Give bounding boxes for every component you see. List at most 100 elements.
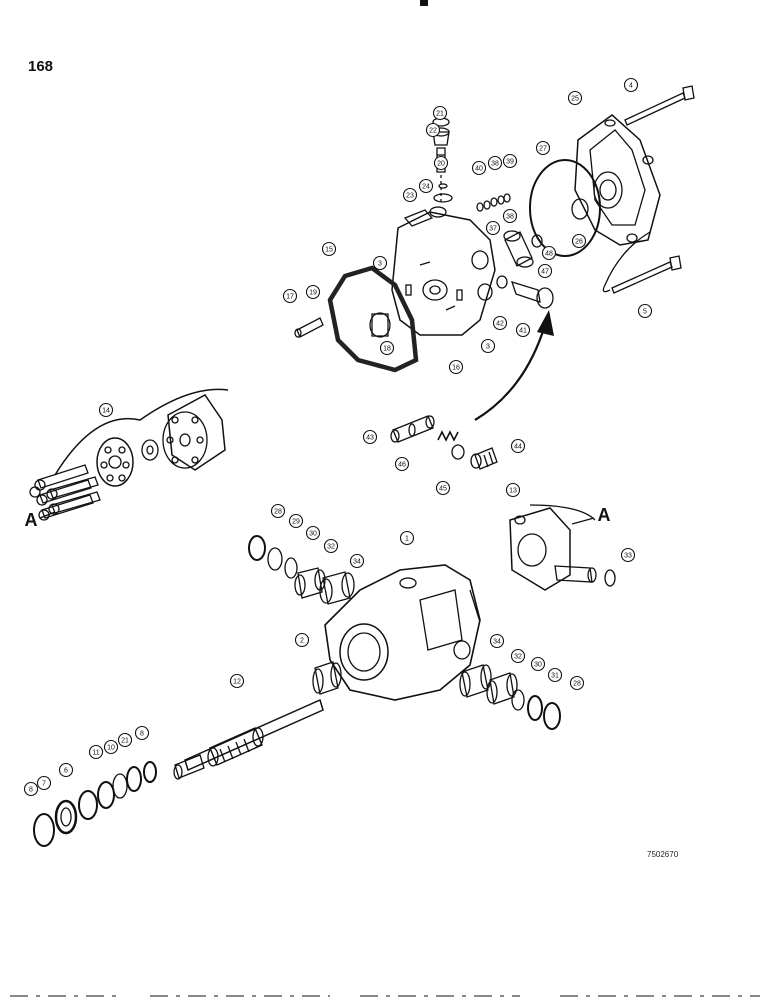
callout-circle (505, 482, 521, 498)
callout-label: 32 (514, 653, 522, 660)
rotating-group-14 (29, 388, 229, 521)
callout-label: 30 (534, 661, 542, 668)
callout-label: 2 (300, 637, 304, 644)
callout-label: 28 (274, 508, 282, 515)
callout-circle (305, 284, 321, 300)
callout-c4: 4 (623, 77, 639, 93)
callout-circle (492, 315, 508, 331)
callout-c1: 1 (399, 530, 415, 546)
bolt-4 (624, 85, 695, 126)
o-ring-27 (529, 159, 601, 257)
pump-housing-1 (324, 564, 481, 701)
callout-circle (321, 241, 337, 257)
callout-c29: 29 (288, 513, 304, 529)
callout-label: 31 (551, 672, 559, 679)
callout-label: 33 (624, 552, 632, 559)
callout-circle (103, 739, 119, 755)
callout-c39: 39 (502, 153, 518, 169)
callout-circle (487, 155, 503, 171)
callout-circle (432, 105, 448, 121)
callout-label: 38 (491, 160, 499, 167)
callout-circle (502, 208, 518, 224)
callout-c34b: 34 (489, 633, 505, 649)
callout-c42: 42 (492, 315, 508, 331)
callout-label: 26 (575, 238, 583, 245)
callout-label: 20 (437, 160, 445, 167)
callout-circle (425, 122, 441, 138)
callout-c14: 14 (98, 402, 114, 418)
callout-label: 8 (29, 786, 33, 793)
callout-circle (489, 633, 505, 649)
callout-circle (535, 140, 551, 156)
crop-mark-top (420, 0, 428, 6)
check-valve-parts (476, 193, 511, 212)
callout-circle (394, 456, 410, 472)
callout-circle (502, 153, 518, 169)
callout-c17: 17 (282, 288, 298, 304)
callout-circle (282, 288, 298, 304)
callout-label: 14 (102, 407, 110, 414)
callout-c30a: 30 (305, 525, 321, 541)
callout-label: 5 (643, 308, 647, 315)
callout-label: 47 (541, 268, 549, 275)
callout-circle (362, 429, 378, 445)
callout-label: 13 (509, 487, 517, 494)
callout-c21a: 21 (432, 105, 448, 121)
callout-c2: 2 (294, 632, 310, 648)
callout-circle (567, 90, 583, 106)
callout-c18: 18 (379, 340, 395, 356)
callout-circle (36, 775, 52, 791)
compensator-spool-parts (390, 415, 498, 470)
view-a-right-arrow (571, 517, 595, 525)
callout-label: 27 (539, 145, 547, 152)
callout-c10: 10 (103, 739, 119, 755)
bolt-5 (602, 231, 682, 294)
callout-label: 37 (489, 225, 497, 232)
callout-c33: 33 (620, 547, 636, 563)
callout-c28b: 28 (569, 675, 585, 691)
callout-label: 48 (545, 250, 553, 257)
callout-circle (620, 547, 636, 563)
callout-c27: 27 (535, 140, 551, 156)
callout-c25: 25 (567, 90, 583, 106)
callout-c40: 40 (471, 160, 487, 176)
callout-circle (537, 263, 553, 279)
callout-circle (294, 632, 310, 648)
drive-shaft-12 (173, 698, 324, 780)
callout-label: 3 (378, 260, 382, 267)
callout-label: 22 (429, 127, 437, 134)
callout-circle (288, 513, 304, 529)
callout-label: 39 (506, 158, 514, 165)
callout-circle (530, 656, 546, 672)
callout-circle (571, 233, 587, 249)
callout-circle (349, 553, 365, 569)
callout-c38b: 38 (502, 208, 518, 224)
callout-label: 38 (506, 213, 514, 220)
callout-c34a: 34 (349, 553, 365, 569)
callout-c8a: 8 (134, 725, 150, 741)
callout-label: 19 (309, 289, 317, 296)
callout-label: 8 (140, 730, 144, 737)
callout-circle (435, 480, 451, 496)
callout-circle (547, 667, 563, 683)
callout-label: 46 (398, 461, 406, 468)
callout-circle (623, 77, 639, 93)
callout-circle (637, 303, 653, 319)
callout-label: 12 (233, 678, 241, 685)
drawing-code: 7502670 (647, 850, 679, 859)
callout-label: 15 (325, 246, 333, 253)
needle-bearing-2 (312, 661, 342, 695)
callout-layer: 21 22 20 2 42 3 40 38 39 38 37 27 25 4 26 48 47 5 15 3 17 19 1… (23, 77, 653, 797)
callout-circle (305, 525, 321, 541)
callout-label: 3 (486, 343, 490, 350)
callout-label: 18 (383, 345, 391, 352)
callout-label: 23 (406, 192, 414, 199)
callout-circle (485, 220, 501, 236)
callout-circle (23, 781, 39, 797)
callout-circle (88, 744, 104, 760)
callout-label: 34 (353, 558, 361, 565)
swashplate-13 (509, 504, 616, 591)
callout-label: 34 (493, 638, 501, 645)
